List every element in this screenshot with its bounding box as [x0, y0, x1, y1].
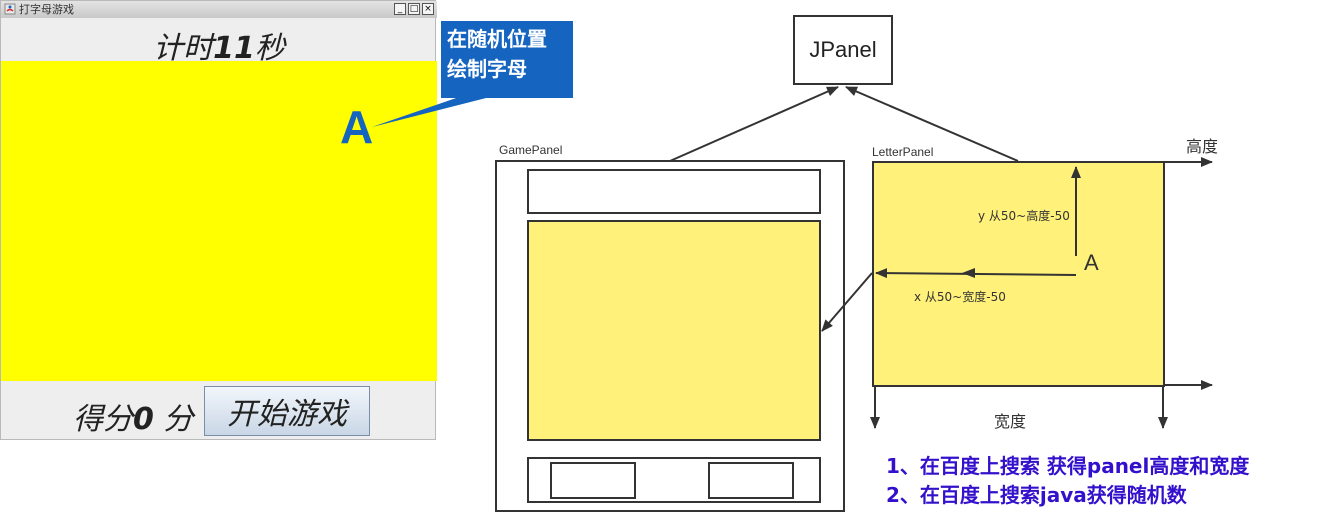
- timer-prefix: 计时: [153, 31, 214, 66]
- gamepanel-bottom-left-box: [550, 462, 636, 499]
- y-range-label: y 从50~高度-50: [978, 209, 1070, 223]
- score-prefix: 得分: [73, 402, 133, 437]
- maximize-button[interactable]: □: [408, 3, 420, 15]
- note-item: 1、在百度上搜索 获得panel高度和宽度: [886, 454, 1250, 478]
- gamepanel-bottom-right-box: [708, 462, 794, 499]
- note-item: 2、在百度上搜索java获得随机数: [886, 483, 1187, 507]
- start-game-button[interactable]: 开始游戏: [204, 386, 370, 436]
- callout-line-2: 绘制字母: [447, 57, 527, 81]
- timer-value: 11: [213, 31, 255, 66]
- java-app-icon: [4, 3, 16, 15]
- x-coordinate-arrow: [875, 268, 1077, 279]
- timer-suffix: 秒: [254, 31, 285, 66]
- callout-line-1: 在随机位置: [447, 27, 547, 51]
- notes-list: 1、在百度上搜索 获得panel高度和宽度 2、在百度上搜索java获得随机数: [886, 452, 1249, 510]
- close-button[interactable]: ×: [422, 3, 434, 15]
- diagram-letter: A: [1084, 250, 1099, 275]
- height-label: 高度: [1186, 137, 1219, 156]
- x-midpoint-arrowhead: [962, 268, 975, 278]
- x-range-label: x 从50~宽度-50: [914, 290, 1006, 304]
- width-label: 宽度: [994, 412, 1027, 431]
- callout-box: 在随机位置 绘制字母: [441, 21, 573, 98]
- jpanel-box: JPanel: [793, 15, 893, 85]
- letterpanel-to-gamepanel-arrow: [821, 272, 873, 332]
- minimize-button[interactable]: _: [394, 3, 406, 15]
- gamepanel-top-bar: [527, 169, 821, 214]
- score-value: 0: [133, 402, 154, 437]
- gamepanel-letter-area: [527, 220, 821, 441]
- game-window: 打字母游戏 _ □ × 计时11秒 A 得分0 分 开始游戏: [0, 0, 437, 440]
- gamepanel-to-jpanel-arrow: [669, 86, 839, 162]
- score-suffix: 分: [153, 402, 194, 437]
- letterpanel-label: LetterPanel: [872, 145, 934, 159]
- title-bar: 打字母游戏 _ □ ×: [1, 1, 437, 18]
- letterpanel-to-jpanel-arrow: [845, 86, 1019, 162]
- falling-letter: A: [340, 101, 374, 153]
- timer-display: 计时11秒: [1, 23, 437, 67]
- gamepanel-label: GamePanel: [499, 143, 563, 157]
- score-display: 得分0 分: [73, 394, 193, 438]
- game-area: [1, 61, 437, 381]
- window-title: 打字母游戏: [19, 3, 74, 16]
